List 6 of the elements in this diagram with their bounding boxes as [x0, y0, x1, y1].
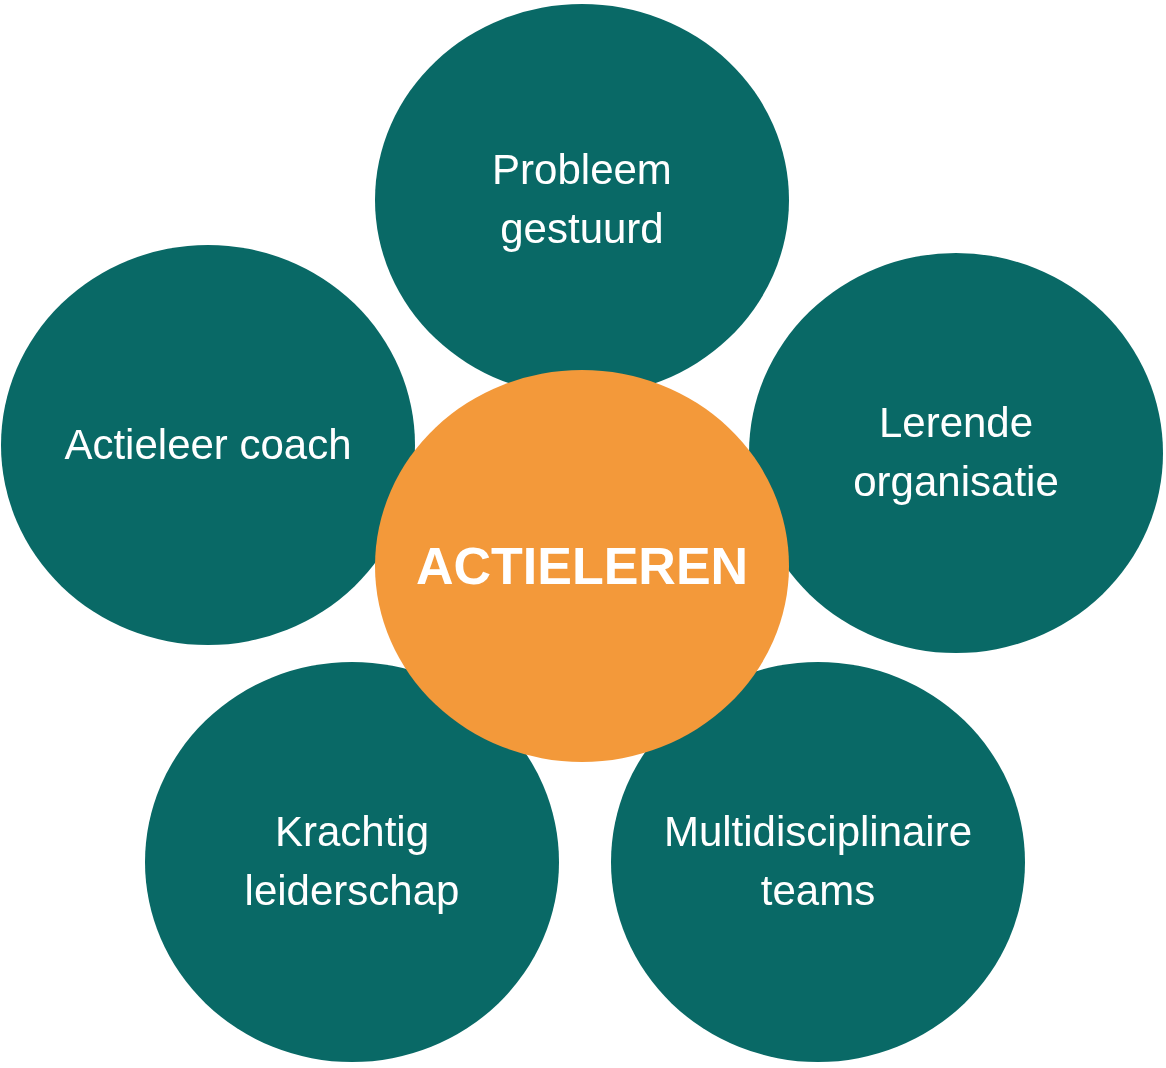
circle-label: Probleem gestuurd [491, 145, 673, 254]
circle-label: ACTIELEREN [414, 535, 750, 597]
circle-label: Multidisciplinaire teams [662, 807, 974, 916]
circle-label: Actieleer coach [63, 419, 353, 470]
circle-label: Lerende organisatie [852, 398, 1060, 507]
circle-label: Krachtig leiderschap [243, 807, 461, 916]
